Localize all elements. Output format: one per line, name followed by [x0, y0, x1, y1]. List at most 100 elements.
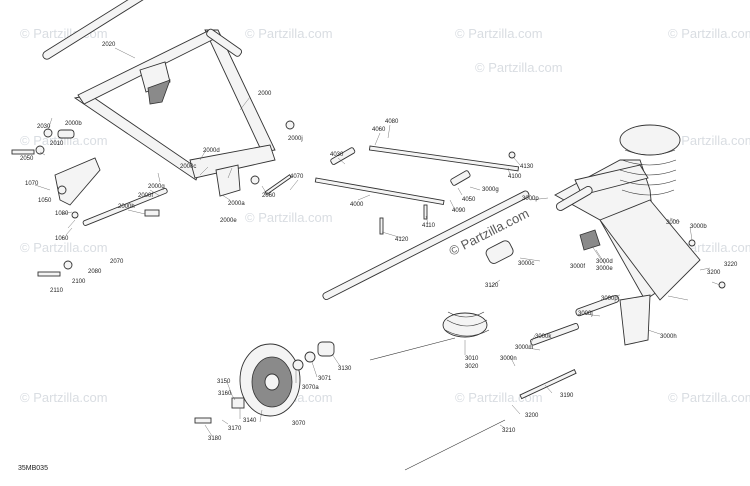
bushing-3130 [317, 341, 335, 357]
watermark: © Partzilla.com [668, 26, 750, 41]
callout-label: 4000 [350, 202, 364, 208]
bolt-2050 [11, 149, 35, 155]
sleeve-3000c [485, 240, 514, 264]
bolt-4120 [379, 217, 384, 235]
callout-label: 4050 [462, 197, 476, 203]
callout-label: 2000e [220, 218, 237, 224]
callout-label: 3000d [596, 259, 613, 265]
watermark: © Partzilla.com [668, 390, 750, 405]
sleeve-3000g [450, 170, 471, 186]
watermark: © Partzilla.com [20, 240, 108, 255]
callout-label: 2050 [20, 156, 34, 162]
rear-arm-assembly [554, 124, 726, 346]
arm-right-leg [204, 29, 276, 153]
diagram-code: 35MB035 [18, 465, 48, 472]
callout-label: 3180 [208, 436, 222, 442]
pivot-plate [147, 79, 171, 105]
callout-label: 3190 [560, 393, 574, 399]
bushing-2000b [57, 129, 75, 139]
washer-2010 [43, 128, 53, 138]
callout-label: 2000 [258, 91, 272, 97]
block-3000f [579, 229, 601, 251]
callout-label: 3160 [218, 391, 232, 397]
callout-label: 3200 [707, 270, 721, 276]
callout-label: 3000g [482, 187, 499, 193]
bracket-1050 [54, 157, 101, 206]
callout-label: 3000c [518, 261, 534, 267]
callout-label: 1060 [55, 236, 69, 242]
callout-label: 3130 [338, 366, 352, 372]
nut-2000j [285, 120, 295, 130]
callout-label: 4120 [395, 237, 409, 243]
callout-label: 3170 [228, 426, 242, 432]
callout-label: 2000j [288, 136, 303, 142]
callout-label: 3000n [500, 356, 517, 362]
leader-lines [34, 47, 721, 437]
callout-label: 2020 [102, 42, 116, 48]
watermark-layer: © Partzilla.com © Partzilla.com © Partzi… [20, 26, 750, 405]
shaft-3120 [322, 190, 530, 301]
sleeve-4030 [330, 147, 356, 165]
lower-bracket [215, 164, 241, 197]
shaft-3190 [519, 369, 577, 400]
lower-assembly [194, 190, 579, 471]
washer-1070 [57, 185, 67, 195]
callout-label: 3140 [243, 418, 257, 424]
washer-2080 [63, 260, 73, 270]
callout-label: 2000f [138, 193, 153, 199]
callout-label: 2080 [88, 269, 102, 275]
callout-label: 2000d [203, 148, 220, 154]
callout-label: 2000a [228, 201, 245, 207]
idler-wheel-3070 [239, 343, 301, 417]
callout-label: 3000m [515, 345, 533, 351]
callout-label: 3070a [302, 385, 319, 391]
bolt-2110 [37, 271, 61, 277]
callout-label: 1070 [25, 181, 39, 187]
watermark: © Partzilla.com [20, 133, 108, 148]
arm-bottom-tube [189, 144, 276, 179]
callouts: 2020 2000 2030 2010 2000b 2050 2000j 200… [20, 42, 738, 442]
callout-label: 2030 [37, 124, 51, 130]
callout-label: 2110 [50, 288, 64, 294]
sleeve-3000j [575, 295, 620, 317]
callout-label: 2000b [65, 121, 82, 127]
washer-1080 [71, 211, 79, 219]
torsion-spring-3010 [369, 311, 490, 361]
link-assembly [314, 145, 520, 235]
callout-label: 2060 [262, 193, 276, 199]
watermark: © Partzilla.com [20, 390, 108, 405]
callout-label: 3020 [465, 364, 479, 370]
link-4030 [368, 145, 520, 172]
shaft-3000 [556, 186, 593, 211]
callout-label: 3000k [535, 334, 552, 340]
callout-label: 3200 [525, 413, 539, 419]
callout-label: 1080 [55, 211, 69, 217]
spacer-3140 [231, 397, 245, 409]
watermark: © Partzilla.com [668, 133, 750, 148]
sleeve-2000h [144, 209, 160, 217]
callout-label: 2070 [110, 259, 124, 265]
callout-label: 3000p [522, 196, 539, 202]
front-arm-assembly [11, 0, 295, 277]
nut-3220 [718, 281, 726, 289]
callout-label: 2000c [180, 164, 196, 170]
callout-label: 4060 [372, 127, 386, 133]
callout-label: 2010 [50, 141, 64, 147]
arm-bracket [206, 28, 243, 57]
callout-label: 4080 [385, 119, 399, 125]
callout-label: 3220 [724, 262, 738, 268]
watermark: © Partzilla.com [245, 26, 333, 41]
watermark: © Partzilla.com [245, 210, 333, 225]
rear-spring [619, 124, 681, 196]
callout-label: 4130 [520, 164, 534, 170]
callout-label: 4100 [508, 174, 522, 180]
callout-label: 3010 [465, 356, 479, 362]
callout-label: 3000b [690, 224, 707, 230]
rod-3210 [404, 419, 506, 471]
callout-label: 3000f [570, 264, 585, 270]
callout-label: 4030 [330, 152, 344, 158]
spacer-3071 [304, 351, 316, 363]
washer-2030 [35, 145, 45, 155]
callout-label: 3000 [666, 220, 680, 226]
callout-label: 4110 [422, 223, 436, 229]
